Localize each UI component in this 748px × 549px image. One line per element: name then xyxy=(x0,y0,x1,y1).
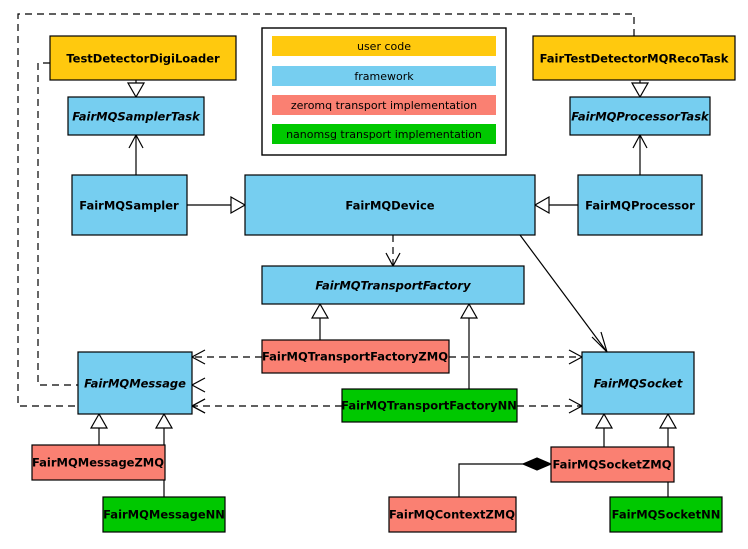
node-box-fairmqsamplertask[interactable] xyxy=(67,96,205,136)
node-box-fairmqprocessor[interactable] xyxy=(577,174,703,236)
node-fairmqtransportfactoryzmq[interactable]: FairMQTransportFactoryZMQ xyxy=(261,339,450,374)
edge-layer xyxy=(17,13,678,497)
edge-device-socket xyxy=(519,234,608,353)
edge-factorynn-socket xyxy=(517,398,584,414)
legend-swatch-zeromq xyxy=(272,95,496,115)
node-box-fairmqtransportfactory[interactable] xyxy=(261,265,525,305)
node-label-fairmqsocketnn: FairMQSocketNN xyxy=(612,508,721,522)
edge-digiloader-samplertask xyxy=(126,80,146,99)
node-label-fairmqmessagezmq: FairMQMessageZMQ xyxy=(32,456,164,470)
edge-sampler-samplertask xyxy=(128,133,144,175)
legend-item-user-code: user code xyxy=(272,36,496,56)
color-legend: user code framework zeromq transport imp… xyxy=(261,27,507,156)
node-box-fairmqmessagenn[interactable] xyxy=(102,496,226,533)
node-fairmqtransportfactorynn[interactable]: FairMQTransportFactoryNN xyxy=(341,388,518,423)
node-fairmqmessage[interactable]: FairMQMessage xyxy=(77,351,193,415)
legend-swatch-user-code xyxy=(272,36,496,56)
node-fairmqsocket[interactable]: FairMQSocket xyxy=(581,351,695,415)
node-label-fairmqprocessor: FairMQProcessor xyxy=(585,199,695,213)
node-box-fairmqsocket[interactable] xyxy=(581,351,695,415)
edge-factoryzmq-message xyxy=(190,349,262,365)
edge-messagezmq-message xyxy=(89,412,109,445)
node-label-testdetectordigiloader: TestDetectorDigiLoader xyxy=(66,52,220,66)
legend-label-framework: framework xyxy=(354,70,414,83)
node-label-fairmqcontextzmq: FairMQContextZMQ xyxy=(389,508,515,522)
node-label-fairmqdevice: FairMQDevice xyxy=(345,199,434,213)
node-label-fairmqtransportfactoryzmq: FairMQTransportFactoryZMQ xyxy=(262,350,448,364)
node-box-fairmqsocketzmq[interactable] xyxy=(550,446,675,483)
legend-swatch-nanomsg xyxy=(272,124,496,144)
node-box-fairmqmessagezmq[interactable] xyxy=(31,444,166,481)
node-fairmqsampler[interactable]: FairMQSampler xyxy=(71,174,188,236)
node-label-fairmqtransportfactory: FairMQTransportFactory xyxy=(315,279,471,293)
edge-processor-device xyxy=(533,195,578,215)
edge-device-transportfactory xyxy=(385,235,401,268)
node-label-fairmqmessage: FairMQMessage xyxy=(84,377,186,391)
node-label-fairmqtransportfactorynn: FairMQTransportFactoryNN xyxy=(341,399,517,413)
node-label-fairmqprocessortask: FairMQProcessorTask xyxy=(571,110,710,124)
edge-processor-processortask xyxy=(632,133,648,175)
node-testdetectordigiloader[interactable]: TestDetectorDigiLoader xyxy=(49,35,237,81)
edge-sampler-device xyxy=(187,195,247,215)
legend-item-zeromq: zeromq transport implementation xyxy=(272,95,496,115)
node-box-fairmqdevice[interactable] xyxy=(244,174,536,236)
node-box-fairmqtransportfactorynn[interactable] xyxy=(341,388,518,423)
node-label-fairmqmessagenn: FairMQMessageNN xyxy=(103,508,225,522)
legend-item-framework: framework xyxy=(272,66,496,86)
node-fairmqcontextzmq[interactable]: FairMQContextZMQ xyxy=(388,496,517,533)
node-label-fairmqsocketzmq: FairMQSocketZMQ xyxy=(553,458,672,472)
legend-label-zeromq: zeromq transport implementation xyxy=(291,99,477,112)
node-box-fairmqsampler[interactable] xyxy=(71,174,188,236)
node-fairmqprocessor[interactable]: FairMQProcessor xyxy=(577,174,703,236)
node-box-testdetectordigiloader[interactable] xyxy=(49,35,237,81)
node-box-fairtestdetectormqrecotask[interactable] xyxy=(532,35,736,81)
legend-label-user-code: user code xyxy=(357,40,411,53)
edge-recotask-processortask xyxy=(630,80,650,99)
node-box-fairmqprocessortask[interactable] xyxy=(569,96,711,136)
edge-factoryzmq-transportfactory xyxy=(310,302,330,340)
node-fairmqtransportfactory[interactable]: FairMQTransportFactory xyxy=(261,265,525,305)
node-fairmqmessagenn[interactable]: FairMQMessageNN xyxy=(102,496,226,533)
node-fairtestdetectormqrecotask[interactable]: FairTestDetectorMQRecoTask xyxy=(532,35,736,81)
node-label-fairtestdetectormqrecotask: FairTestDetectorMQRecoTask xyxy=(540,52,729,66)
node-layer: TestDetectorDigiLoader FairTestDetectorM… xyxy=(31,35,736,533)
edge-socketzmq-contextzmq xyxy=(458,457,553,497)
node-fairmqsocketnn[interactable]: FairMQSocketNN xyxy=(609,496,723,533)
legend-swatch-framework xyxy=(272,66,496,86)
node-label-fairmqsamplertask: FairMQSamplerTask xyxy=(72,110,201,124)
legend-item-nanomsg: nanomsg transport implementation xyxy=(272,124,496,144)
node-fairmqsamplertask[interactable]: FairMQSamplerTask xyxy=(67,96,205,136)
node-label-fairmqsocket: FairMQSocket xyxy=(594,377,683,391)
node-fairmqmessagezmq[interactable]: FairMQMessageZMQ xyxy=(31,444,166,481)
node-fairmqsocketzmq[interactable]: FairMQSocketZMQ xyxy=(550,446,675,483)
edge-factorynn-message xyxy=(190,398,342,414)
node-box-fairmqtransportfactoryzmq[interactable] xyxy=(261,339,450,374)
edge-factorynn-transportfactory xyxy=(459,302,479,389)
node-fairmqprocessortask[interactable]: FairMQProcessorTask xyxy=(569,96,711,136)
node-box-fairmqcontextzmq[interactable] xyxy=(388,496,517,533)
node-fairmqdevice[interactable]: FairMQDevice xyxy=(244,174,536,236)
legend-label-nanomsg: nanomsg transport implementation xyxy=(286,128,482,141)
node-box-fairmqmessage[interactable] xyxy=(77,351,193,415)
node-label-fairmqsampler: FairMQSampler xyxy=(79,199,179,213)
edge-socketzmq-socket xyxy=(594,412,614,447)
node-box-fairmqsocketnn[interactable] xyxy=(609,496,723,533)
